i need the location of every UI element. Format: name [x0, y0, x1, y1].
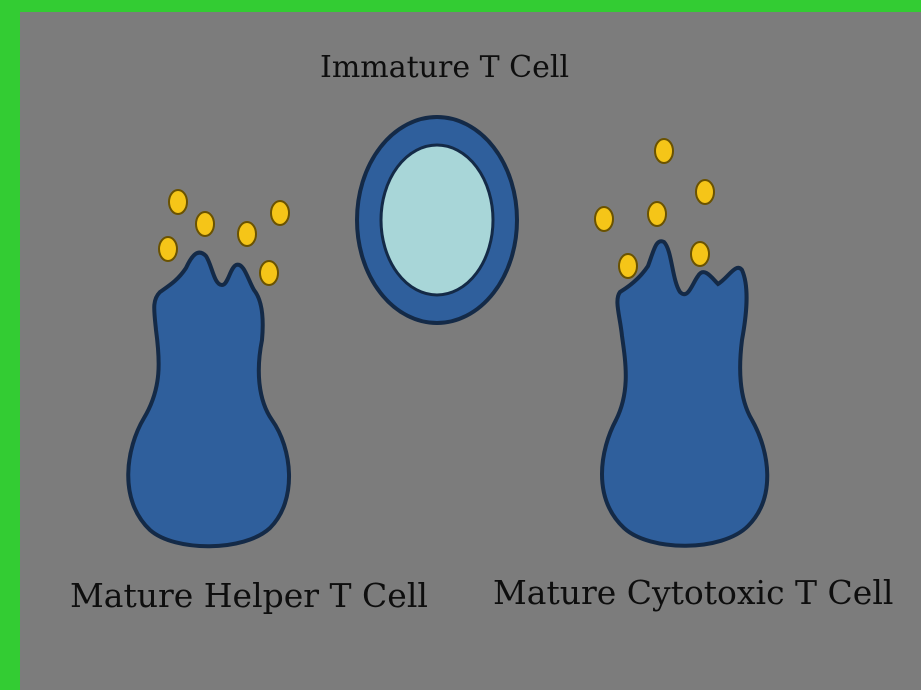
immature-t-cell-label: Immature T Cell — [320, 50, 569, 85]
granule — [655, 139, 673, 163]
granule — [260, 261, 278, 285]
granule — [648, 202, 666, 226]
helper-t-cell — [128, 190, 289, 546]
helper-granules — [159, 190, 289, 285]
granule — [691, 242, 709, 266]
granule — [238, 222, 256, 246]
granule — [696, 180, 714, 204]
helper-t-cell-label: Mature Helper T Cell — [70, 576, 428, 615]
immature-cell-nucleus — [381, 145, 493, 295]
granule — [159, 237, 177, 261]
immature-t-cell — [357, 117, 517, 323]
granule — [271, 201, 289, 225]
granule — [595, 207, 613, 231]
cytotoxic-cell-body — [602, 241, 767, 546]
granule — [169, 190, 187, 214]
cytotoxic-t-cell-label: Mature Cytotoxic T Cell — [493, 573, 893, 612]
granule — [196, 212, 214, 236]
helper-cell-body — [128, 253, 289, 547]
cytotoxic-t-cell — [595, 139, 767, 546]
granule — [619, 254, 637, 278]
